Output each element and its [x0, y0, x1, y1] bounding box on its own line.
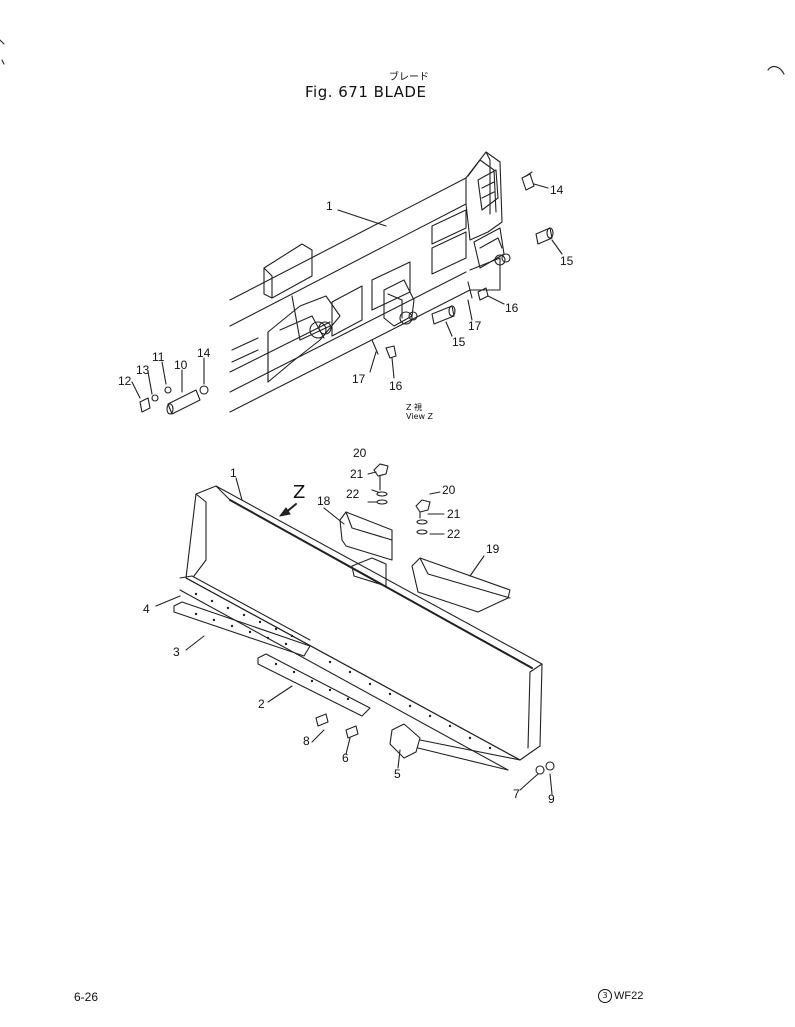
callout-label: 14 [550, 183, 564, 197]
callout-label: 3 [173, 645, 180, 659]
callout-label: 7 [513, 787, 520, 801]
figure-title-japanese: ブレード [389, 72, 429, 83]
callout-label: 21 [447, 507, 461, 521]
callout-label: 5 [394, 767, 401, 781]
view-z-blade-rear [131, 151, 563, 415]
callout-label: 13 [136, 363, 150, 377]
callout-label: 17 [352, 372, 366, 386]
callout-label: 1 [326, 199, 333, 213]
callout-label: 21 [350, 467, 364, 481]
view-z-note-japanese: Z 視 [406, 403, 423, 412]
callout-label: 15 [560, 254, 574, 268]
callout-label: 12 [118, 374, 132, 388]
callout-label: 2 [258, 697, 265, 711]
callout-label: 18 [317, 494, 331, 508]
callout-label: 19 [486, 542, 500, 556]
callout-label: 22 [346, 487, 360, 501]
callout-label: 14 [197, 346, 211, 360]
blade-front [155, 463, 555, 795]
callout-label: 6 [342, 751, 349, 765]
view-z-note: View Z [406, 412, 434, 421]
revision-mark: 3 [598, 989, 612, 1003]
figure-title: Fig. 671 BLADE [305, 83, 427, 101]
callout-label: 17 [468, 319, 482, 333]
callout-label: 16 [505, 301, 519, 315]
view-z-arrow-label: Z [293, 482, 306, 503]
callout-label: 16 [389, 379, 403, 393]
callout-label: 9 [548, 792, 555, 806]
callout-label: 4 [143, 602, 150, 616]
document-code: WF22 [614, 990, 644, 1002]
callout-label: 22 [447, 527, 461, 541]
callout-label: 20 [442, 483, 456, 497]
callout-label: 11 [152, 350, 165, 364]
callout-label: 8 [303, 734, 310, 748]
callout-label: 10 [174, 358, 188, 372]
page-number: 6-26 [74, 990, 99, 1004]
callout-label: 15 [452, 335, 466, 349]
callout-label: 20 [353, 446, 367, 460]
callout-label: 1 [230, 466, 237, 480]
